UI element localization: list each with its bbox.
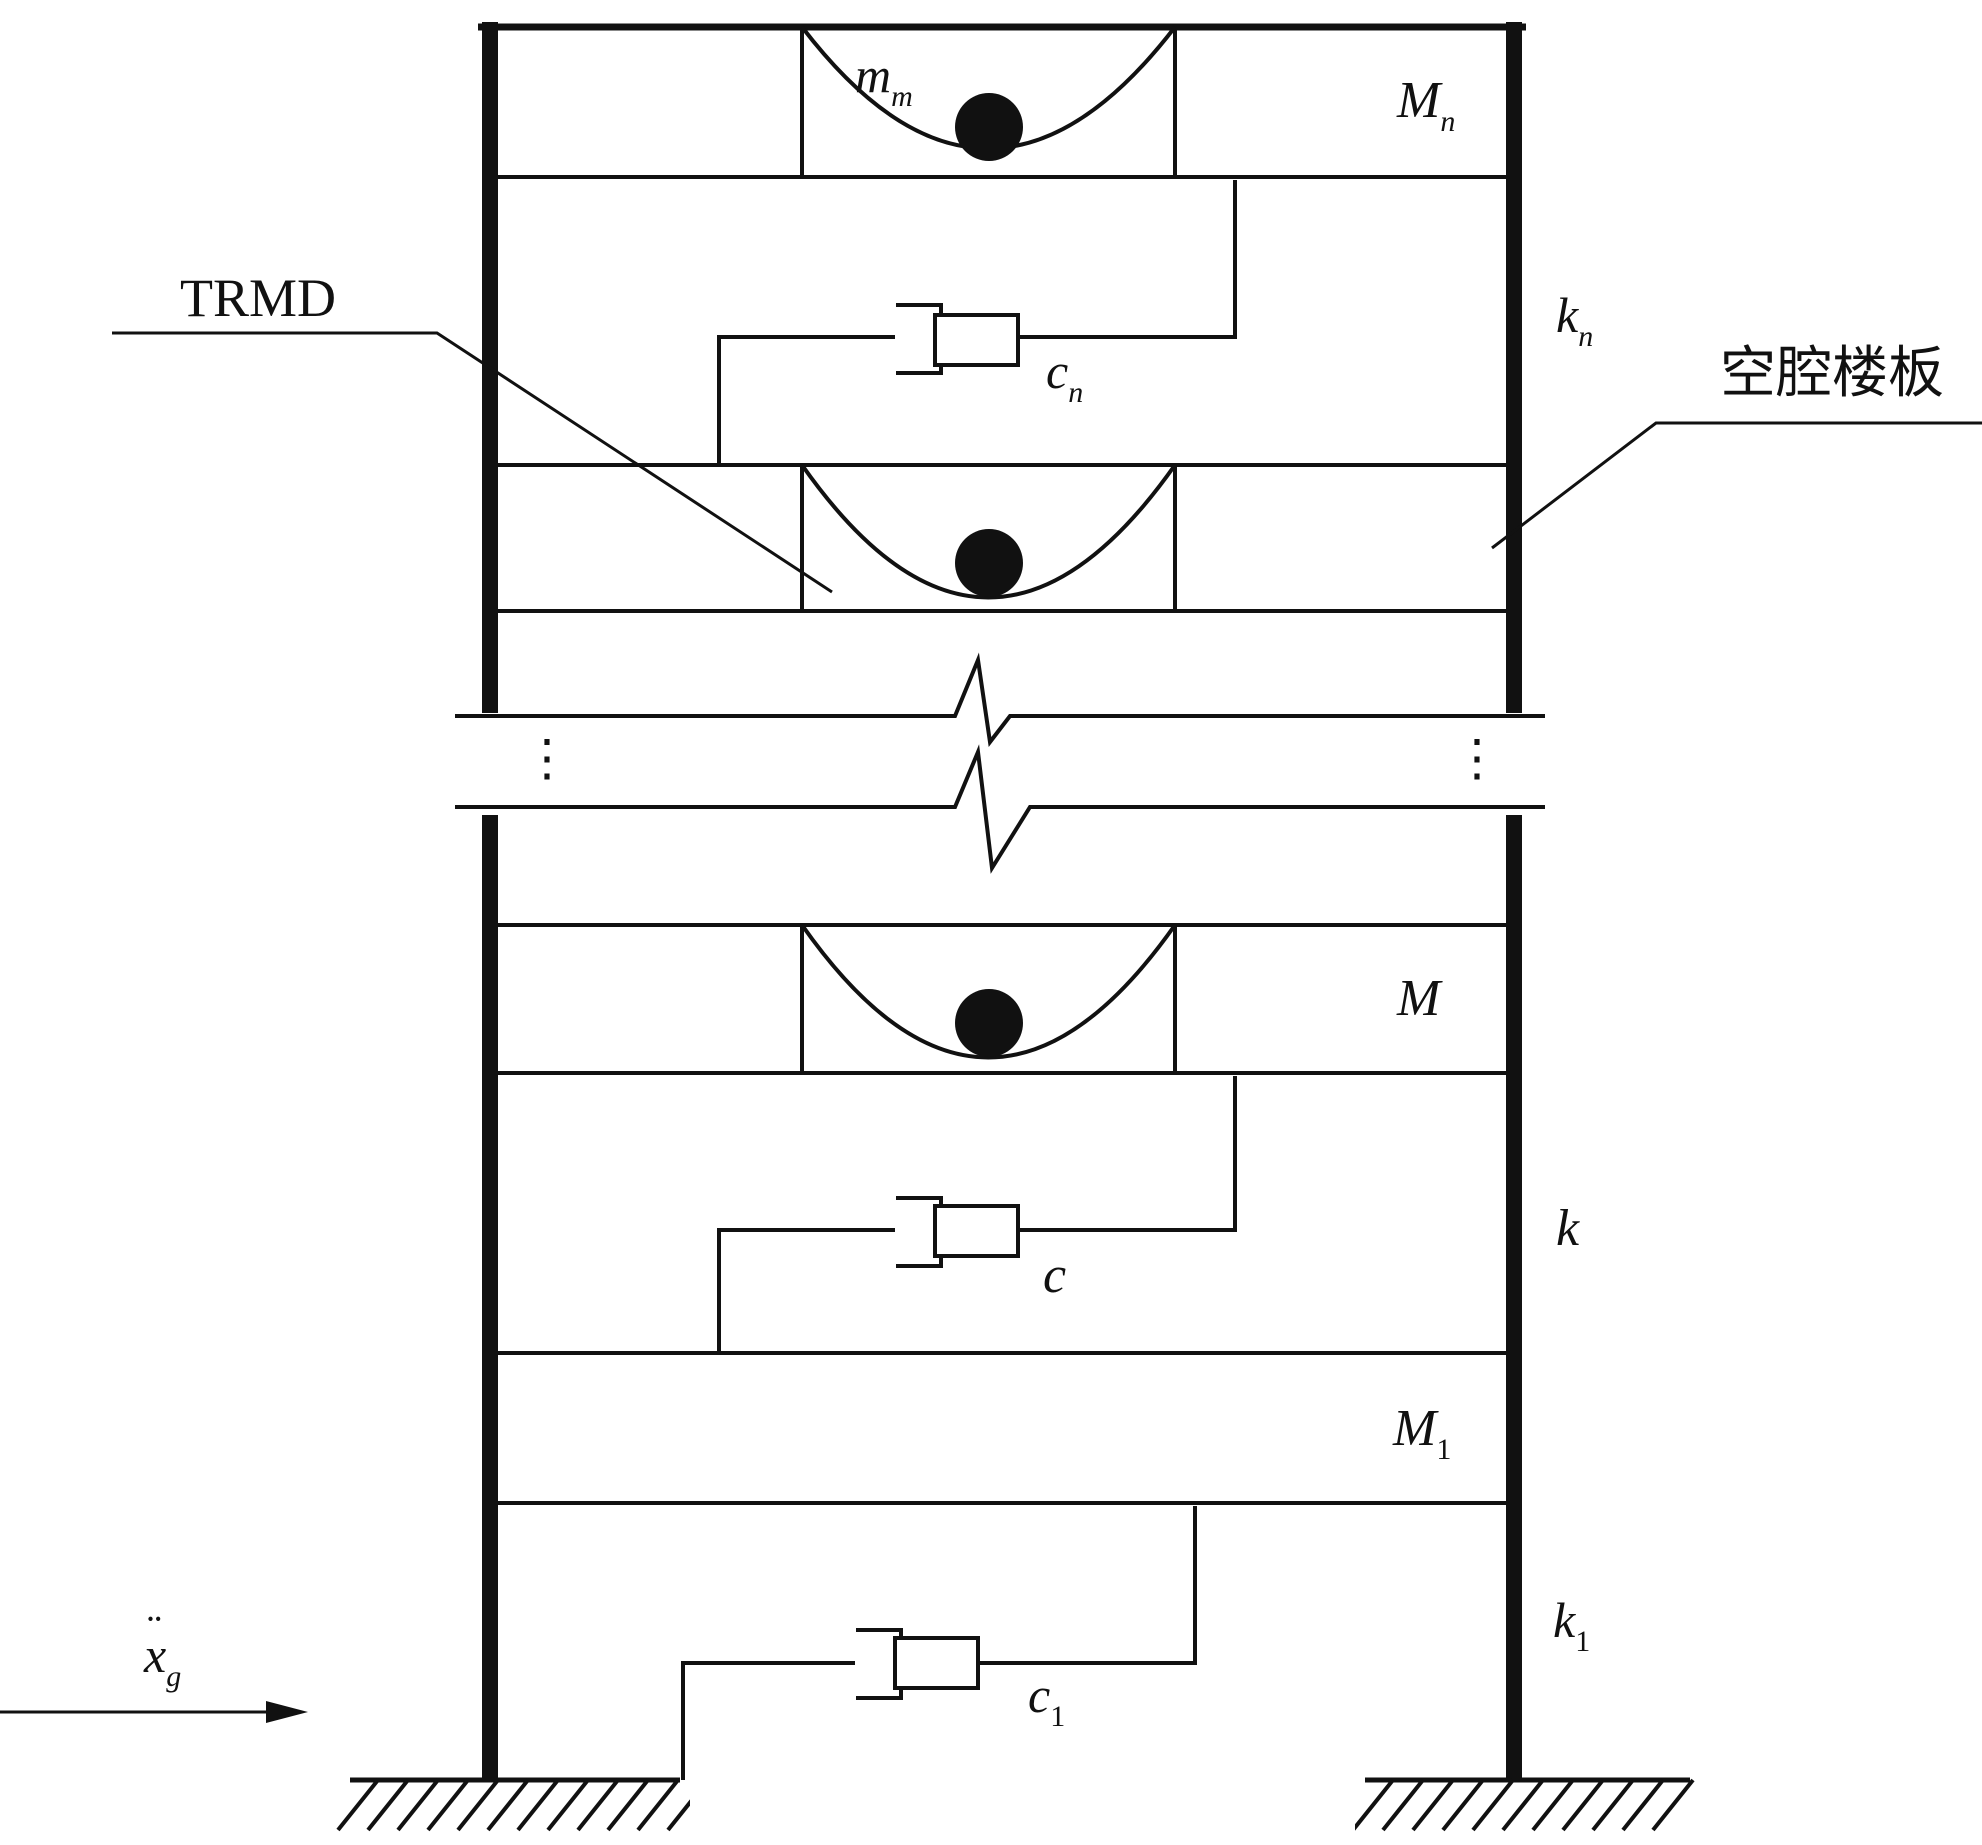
label-xg-accent: ¨ (147, 1606, 162, 1655)
label-k: k (1556, 1200, 1580, 1257)
label-M1: M1 (1392, 1400, 1451, 1466)
label-M: M (1396, 970, 1443, 1027)
ground-acceleration-arrow (0, 1701, 308, 1723)
trmd-mid (800, 923, 1177, 1073)
label-kn: kn (1556, 287, 1593, 353)
label-k1: k1 (1553, 1592, 1590, 1658)
label-hollow-floor: 空腔楼板 (1720, 341, 1944, 406)
columns (482, 22, 1522, 1780)
trmd-top (800, 25, 1177, 177)
ground-support-right (1355, 1777, 1695, 1832)
break-line-upper (455, 652, 1545, 747)
hollow-floor-leader-line (1491, 421, 1982, 550)
trmd-top-ball (955, 93, 1023, 161)
break-band (455, 652, 1545, 874)
damper-1 (681, 1506, 1197, 1780)
label-trmd: TRMD (180, 268, 336, 328)
label-xg: xg (143, 1627, 181, 1693)
label-c: c (1043, 1247, 1066, 1304)
trmd-second-trough (800, 463, 1177, 600)
ground-support-left (336, 1777, 690, 1832)
trmd-second (800, 463, 1177, 611)
trmd-mid-trough (800, 923, 1177, 1060)
trmd-leader-line (112, 331, 833, 594)
break-line-lower (455, 744, 1545, 874)
trmd-second-ball (955, 529, 1023, 597)
label-cn: cn (1046, 343, 1083, 409)
trmd-mid-ball (955, 989, 1023, 1057)
label-c1: c1 (1028, 1667, 1065, 1733)
ellipsis-right: ⋮ (1452, 730, 1502, 786)
label-mm: mm (855, 47, 913, 113)
ellipsis-left: ⋮ (522, 730, 572, 786)
floor-slabs (498, 175, 1506, 1505)
damper-mid (717, 1076, 1237, 1353)
damper-n (717, 180, 1237, 465)
label-Mn: Mn (1396, 72, 1455, 138)
